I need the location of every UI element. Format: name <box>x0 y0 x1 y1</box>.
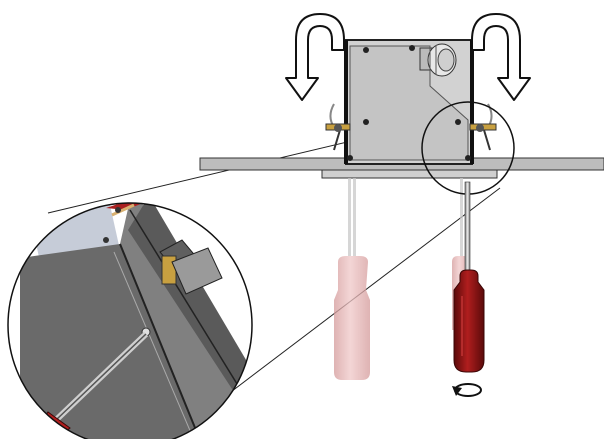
cable-gland <box>419 43 457 77</box>
rotate-arrow-left-icon <box>285 13 345 101</box>
screwdriver-ghost <box>334 178 468 380</box>
zoom-detail-circle <box>7 202 253 439</box>
spring-clip-left <box>325 103 351 151</box>
screwdriver-active <box>453 181 485 373</box>
rotate-clockwise-icon <box>452 383 482 397</box>
spring-clip-right <box>469 103 497 151</box>
rotate-arrow-right-icon <box>471 13 531 101</box>
